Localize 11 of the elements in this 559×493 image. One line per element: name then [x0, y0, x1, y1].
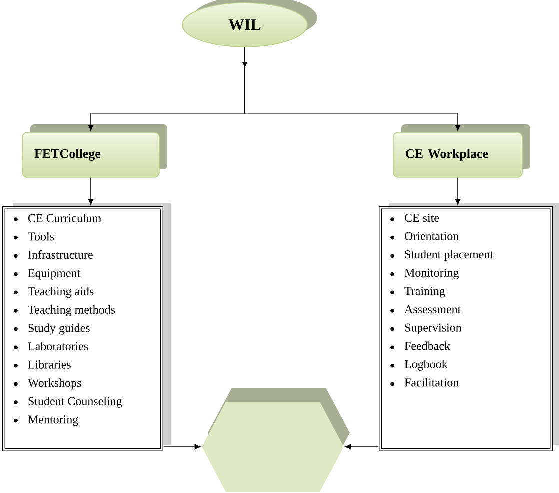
arrow [345, 444, 380, 450]
arrow [455, 178, 461, 206]
process-box: FETCollege [22, 124, 168, 178]
arrow [163, 444, 201, 450]
ellipse-node: WIL [182, 0, 318, 48]
hexagon-shape [202, 402, 344, 492]
connector-line [242, 47, 461, 132]
list-box: CE Curriculum Tools Infrastructure Equipment Teaching aids Teaching methods Study guides Laboratories Libraries Workshops Student Counseling Mentoring [2, 203, 171, 452]
list-box: CE site Orientation Student placement Monitoring Training Assessment Supervision Feedback Logbook Facilitation [379, 203, 559, 452]
arrow [88, 178, 94, 206]
process-box: CE Workplace [393, 124, 530, 178]
